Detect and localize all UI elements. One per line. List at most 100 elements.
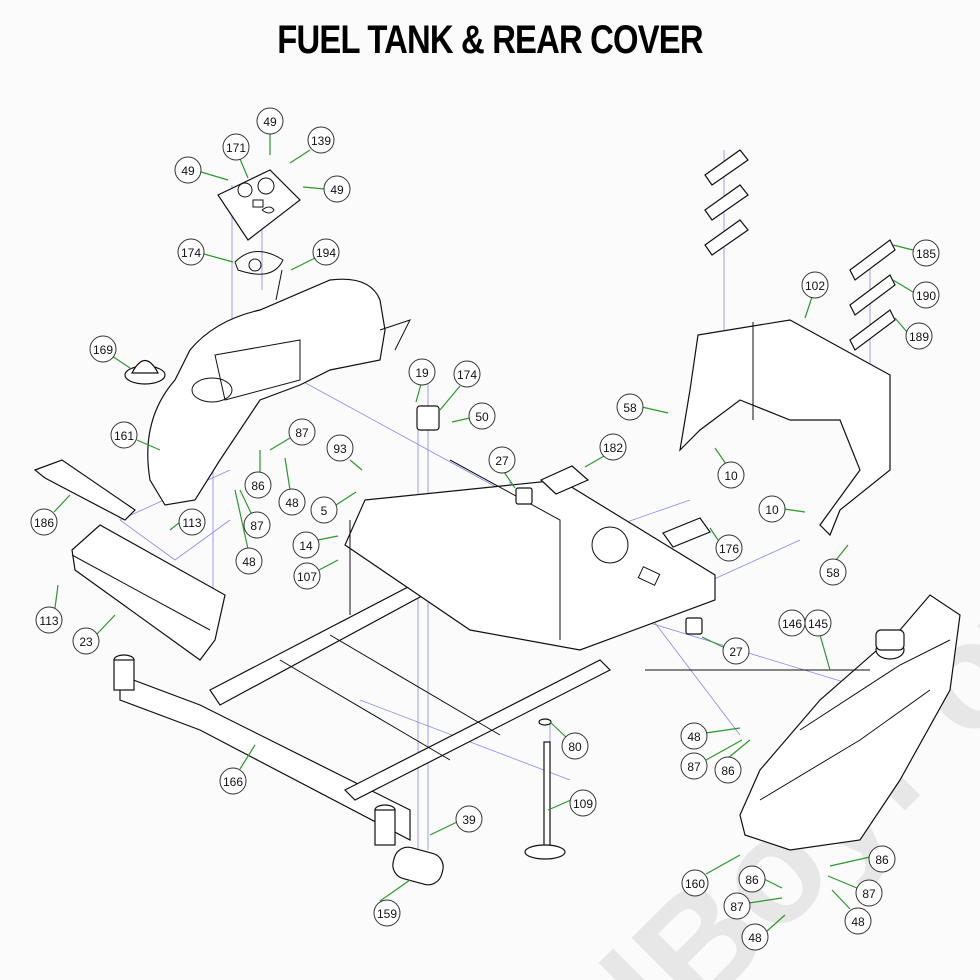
callout-circle	[256, 107, 284, 135]
callout-circle	[717, 461, 745, 489]
callout-label: 160	[685, 877, 705, 891]
callout-label: 186	[34, 516, 54, 530]
part-callout-174[interactable]: 174	[453, 360, 481, 388]
callout-circle	[868, 845, 896, 873]
callout-circle	[219, 767, 247, 795]
part-callout-48[interactable]: 48	[235, 547, 263, 575]
callout-label: 189	[909, 330, 929, 344]
part-callout-113[interactable]: 113	[35, 606, 63, 634]
part-callout-27[interactable]: 27	[488, 446, 516, 474]
callout-label: 48	[242, 555, 256, 569]
part-callout-174[interactable]: 174	[177, 238, 205, 266]
callout-label: 58	[623, 401, 637, 415]
avenger-decal	[33, 459, 136, 521]
part-callout-48[interactable]: 48	[741, 923, 769, 951]
rear-body-panel	[679, 319, 891, 537]
part-callout-176[interactable]: 176	[715, 534, 743, 562]
callout-circle	[312, 238, 340, 266]
part-callout-160[interactable]: 160	[681, 869, 709, 897]
callout-label: 5	[321, 504, 328, 518]
part-callout-49[interactable]: 49	[174, 156, 202, 184]
callout-circle	[855, 879, 883, 907]
part-callout-86[interactable]: 86	[868, 845, 896, 873]
part-callout-86[interactable]: 86	[738, 865, 766, 893]
callout-circle	[89, 335, 117, 363]
callout-label: 86	[745, 873, 759, 887]
part-callout-48[interactable]: 48	[278, 488, 306, 516]
part-callout-166[interactable]: 166	[219, 767, 247, 795]
callout-label: 102	[805, 279, 825, 293]
callout-circle	[714, 756, 742, 784]
part-callout-169[interactable]: 169	[89, 335, 117, 363]
part-callout-161[interactable]: 161	[110, 421, 138, 449]
callout-label: 174	[457, 368, 477, 382]
callout-circle	[681, 869, 709, 897]
part-callout-87[interactable]: 87	[855, 879, 883, 907]
control-panel-plate	[217, 169, 301, 241]
main-frame	[113, 559, 612, 846]
part-callout-189[interactable]: 189	[905, 322, 933, 350]
callout-circle	[292, 531, 320, 559]
part-callout-87[interactable]: 87	[680, 752, 708, 780]
part-callout-171[interactable]: 171	[222, 133, 250, 161]
callout-label: 113	[39, 614, 58, 628]
part-callout-14[interactable]: 14	[292, 531, 320, 559]
callout-circle	[326, 434, 354, 462]
part-callout-87[interactable]: 87	[723, 892, 751, 920]
callout-circle	[680, 722, 708, 750]
part-callout-86[interactable]: 86	[714, 756, 742, 784]
part-callout-186[interactable]: 186	[30, 508, 58, 536]
part-callout-50[interactable]: 50	[468, 402, 496, 430]
part-callout-145[interactable]: 145	[804, 609, 832, 637]
part-callout-58[interactable]: 58	[616, 393, 644, 421]
callout-label: 146	[782, 617, 802, 631]
part-callout-27[interactable]: 27	[722, 637, 750, 665]
part-callout-19[interactable]: 19	[408, 358, 436, 386]
part-callout-113[interactable]: 113	[178, 508, 206, 536]
part-callout-80[interactable]: 80	[561, 732, 589, 760]
part-callout-86[interactable]: 86	[244, 471, 272, 499]
callout-circle	[561, 732, 589, 760]
part-callout-48[interactable]: 48	[844, 907, 872, 935]
part-callout-190[interactable]: 190	[912, 281, 940, 309]
callout-circle	[72, 627, 100, 655]
part-callout-194[interactable]: 194	[312, 238, 340, 266]
callout-circle	[110, 421, 138, 449]
part-callout-10[interactable]: 10	[717, 461, 745, 489]
part-callout-48[interactable]: 48	[680, 722, 708, 750]
part-callout-102[interactable]: 102	[801, 271, 829, 299]
callout-label: 182	[603, 441, 623, 455]
callout-label: 171	[226, 141, 246, 155]
part-callout-87[interactable]: 87	[243, 511, 271, 539]
part-callout-109[interactable]: 109	[569, 789, 597, 817]
part-callout-49[interactable]: 49	[256, 107, 284, 135]
part-callout-146[interactable]: 146	[778, 609, 806, 637]
callout-circle	[680, 752, 708, 780]
axle-bolt	[524, 718, 566, 860]
relay-switch	[416, 405, 440, 431]
part-callout-159[interactable]: 159	[373, 899, 401, 927]
part-callout-58[interactable]: 58	[819, 558, 847, 586]
part-callout-39[interactable]: 39	[455, 805, 483, 833]
part-callout-23[interactable]: 23	[72, 627, 100, 655]
callout-circle	[307, 126, 335, 154]
part-callout-107[interactable]: 107	[293, 562, 321, 590]
callout-circle	[468, 402, 496, 430]
part-callout-182[interactable]: 182	[599, 433, 627, 461]
part-callout-87[interactable]: 87	[288, 418, 316, 446]
part-callout-49[interactable]: 49	[323, 175, 351, 203]
callout-circle	[323, 175, 351, 203]
callout-label: 48	[748, 931, 762, 945]
callout-label: 169	[93, 343, 113, 357]
part-callout-185[interactable]: 185	[912, 239, 940, 267]
part-callout-93[interactable]: 93	[326, 434, 354, 462]
connector-27-lower	[685, 617, 703, 635]
callout-label: 176	[719, 542, 739, 556]
callout-label: 161	[114, 429, 134, 443]
callout-label: 107	[297, 570, 317, 584]
part-callout-139[interactable]: 139	[307, 126, 335, 154]
decal-stack-right	[849, 239, 896, 351]
callout-circle	[178, 508, 206, 536]
part-callout-5[interactable]: 5	[310, 496, 338, 524]
part-callout-10[interactable]: 10	[758, 495, 786, 523]
